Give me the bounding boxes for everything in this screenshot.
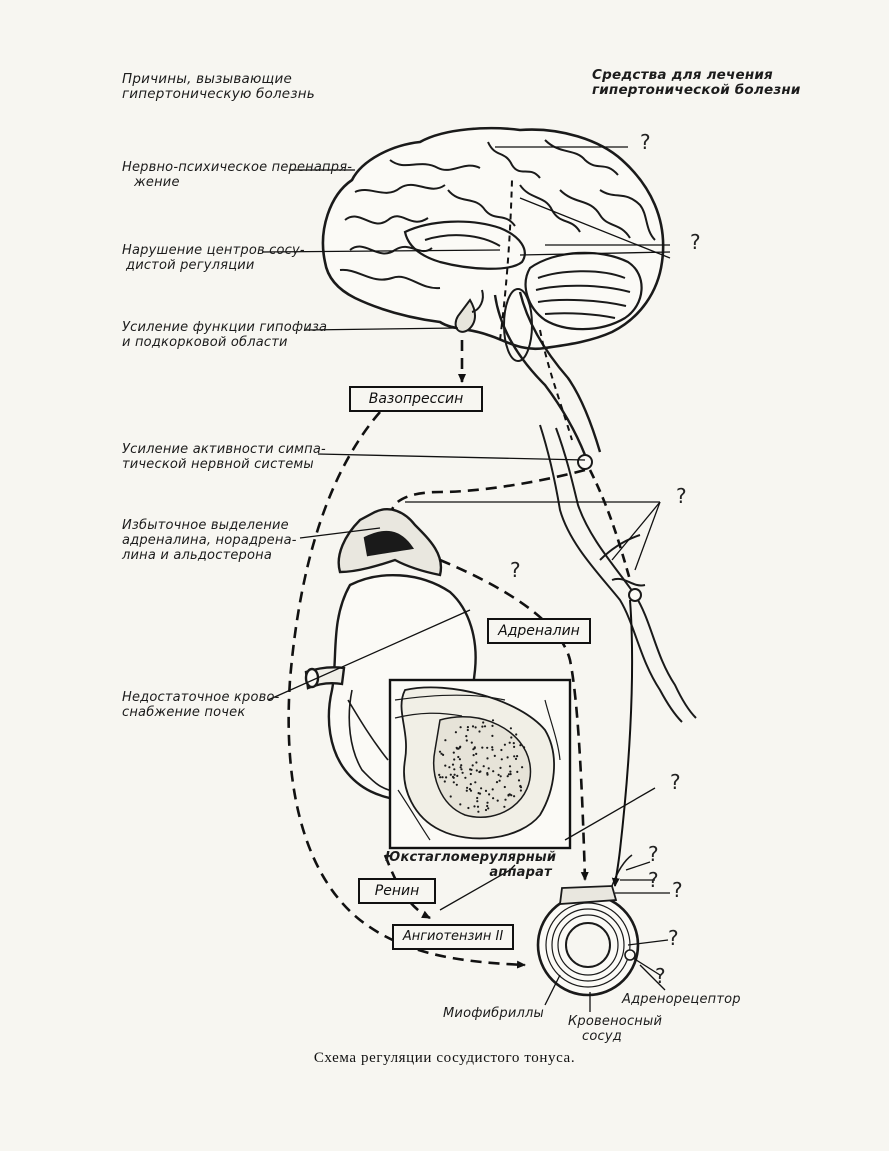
cause-kidney-label: Недостаточное крово- снабжение почек <box>122 690 280 720</box>
cause-sympathetic-line1: Усиление активности симпа- <box>122 442 326 457</box>
question-mark: ? <box>655 964 666 988</box>
cause-pituitary-line1: Усиление функции гипофиза <box>122 320 328 335</box>
vessel-label-line1: Кровеносный <box>568 1014 663 1029</box>
question-mark: ? <box>510 558 521 582</box>
question-mark: ? <box>668 926 679 950</box>
cause-centers-line2: дистой регуляции <box>126 258 255 273</box>
causes-heading-line1: Причины, вызывающие <box>122 71 292 87</box>
question-mark: ? <box>648 868 659 892</box>
angiotensin-box: Ангиотензин II <box>392 924 514 950</box>
vessel-label-line2: сосуд <box>582 1029 622 1044</box>
treatment-heading: Средства для лечения гипертонической бол… <box>592 68 801 98</box>
cause-centers-line1: Нарушение центров сосу- <box>122 243 305 258</box>
cause-stress-label: Нервно-психическое перенапря- жение <box>122 160 352 190</box>
treatment-heading-line1: Средства для лечения <box>592 67 773 83</box>
question-mark: ? <box>648 842 659 866</box>
causes-heading-line2: гипертоническую болезнь <box>122 86 315 102</box>
vasopressin-box: Вазопрессин <box>349 386 483 412</box>
cause-adrenal-line1: Избыточное выделение <box>122 518 289 533</box>
cause-kidney-line2: снабжение почек <box>122 705 246 720</box>
cause-adrenal-label: Избыточное выделение адреналина, норадре… <box>122 518 297 563</box>
vessel-label: Кровеносный сосуд <box>568 1014 662 1044</box>
myofibrils-label: Миофибриллы <box>443 1006 544 1021</box>
cause-sympathetic-line2: тической нервной системы <box>122 457 314 472</box>
cause-sympathetic-label: Усиление активности симпа- тической нерв… <box>122 442 326 472</box>
causes-heading: Причины, вызывающие гипертоническую боле… <box>122 72 315 102</box>
cause-kidney-line1: Недостаточное крово- <box>122 690 280 705</box>
jga-label-line2: аппарат <box>489 865 552 880</box>
jga-inset <box>388 678 572 850</box>
jga-label-line1: Юкстагломерулярный <box>385 850 557 865</box>
cause-adrenal-line3: лина и альдостерона <box>122 548 273 563</box>
question-mark: ? <box>670 770 681 794</box>
question-mark: ? <box>640 130 651 154</box>
adrenoreceptor-label: Адренорецептор <box>622 992 741 1007</box>
question-mark: ? <box>672 878 683 902</box>
renin-box: Ренин <box>358 878 436 904</box>
question-mark: ? <box>690 230 701 254</box>
blood-vessel-cross-section <box>536 854 640 997</box>
treatment-heading-line2: гипертонической болезни <box>592 82 801 98</box>
question-mark: ? <box>676 484 687 508</box>
cause-stress-line2: жение <box>134 175 180 190</box>
cause-pituitary-line2: и подкорковой области <box>122 335 288 350</box>
cause-stress-line1: Нервно-психическое перенапря- <box>122 160 353 175</box>
cause-pituitary-label: Усиление функции гипофиза и подкорковой … <box>122 320 327 350</box>
cause-adrenal-line2: адреналина, норадрена- <box>122 533 297 548</box>
adrenaline-box: Адреналин <box>487 618 591 644</box>
figure-caption: Схема регуляции сосудистого тонуса. <box>313 1050 576 1066</box>
sympathetic-trunk <box>539 424 697 723</box>
cause-centers-label: Нарушение центров сосу- дистой регуляции <box>122 243 305 273</box>
jga-label: Юкстагломерулярный аппарат <box>385 850 556 880</box>
leader-lines <box>261 146 671 1012</box>
